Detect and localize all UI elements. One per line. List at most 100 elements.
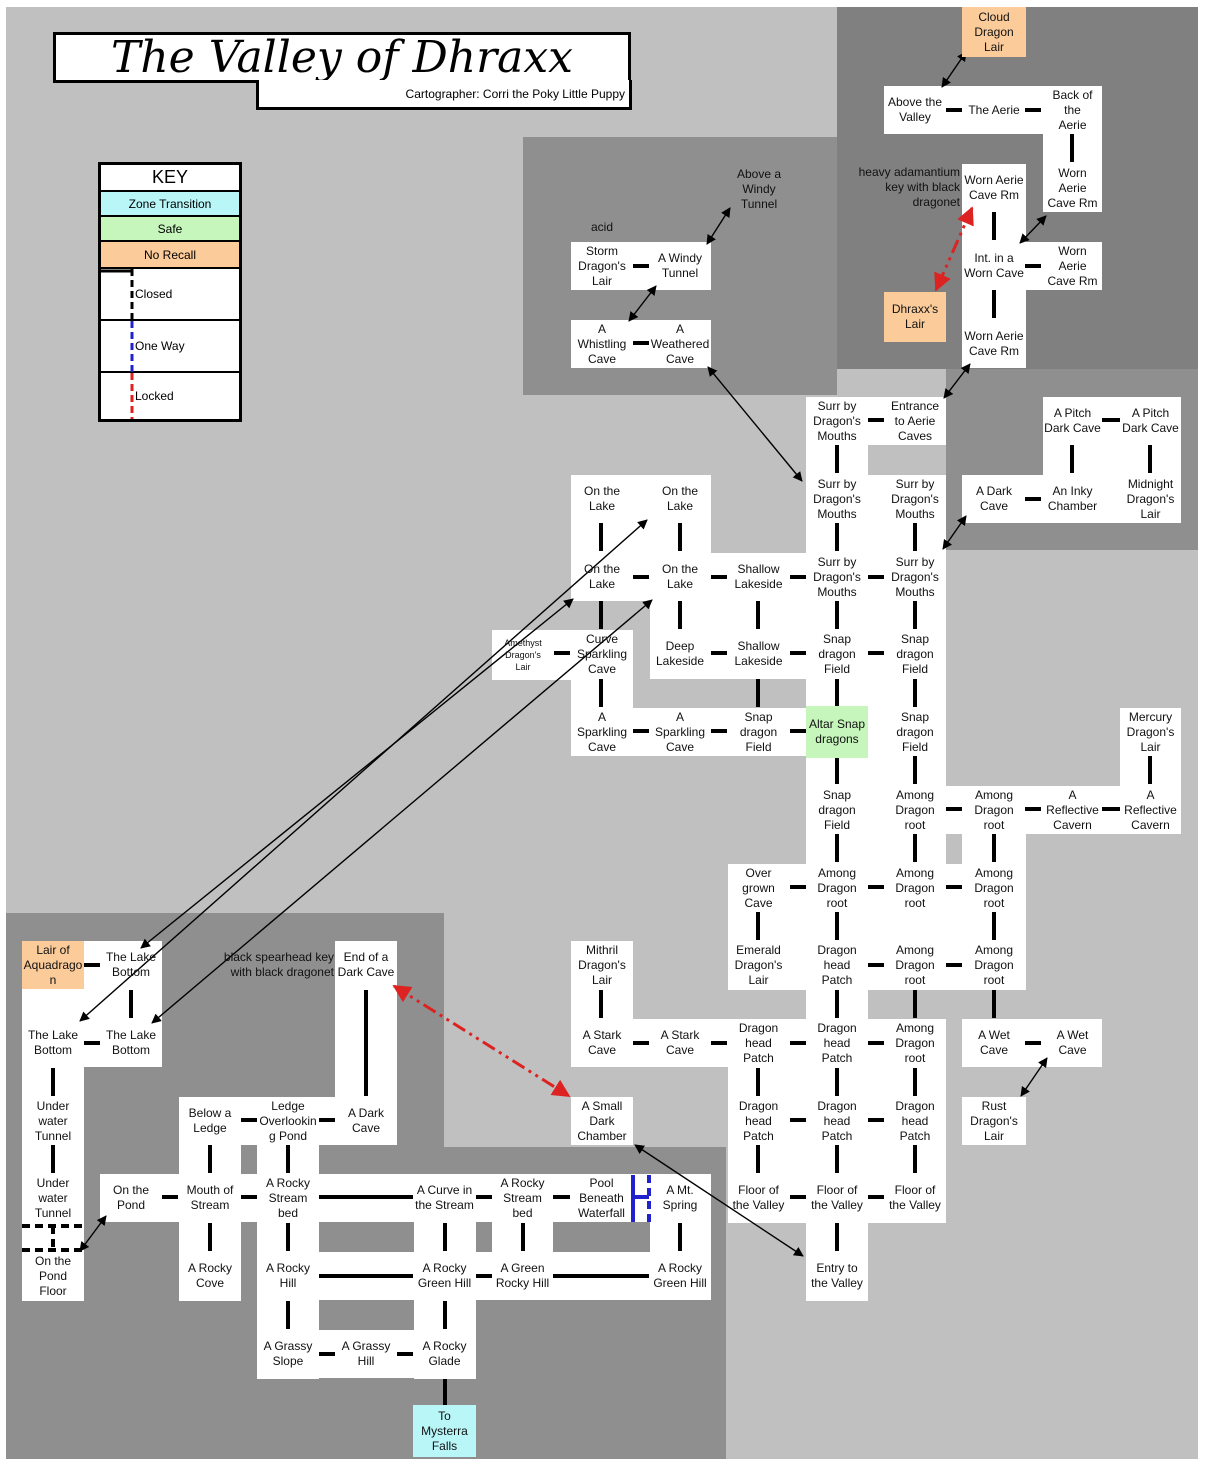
room[interactable]: Snap dragon Field — [818, 787, 856, 832]
room[interactable]: Mouth of Stream — [186, 1183, 234, 1212]
room[interactable]: A Weathered Cave — [650, 321, 710, 366]
room[interactable]: Int. in a Worn Cave — [964, 251, 1024, 280]
room[interactable]: A Dark Cave — [347, 1106, 384, 1135]
room[interactable]: A Dark Cave — [975, 484, 1012, 513]
room[interactable]: End of a Dark Cave — [337, 950, 395, 979]
room[interactable]: A Rocky Green Hill — [653, 1261, 707, 1290]
room[interactable]: Ledge Overlookin g Pond — [259, 1098, 317, 1143]
room[interactable]: A Reflective Cavern — [1124, 787, 1177, 832]
room[interactable]: Under water Tunnel — [34, 1175, 72, 1220]
room[interactable]: Under water Tunnel — [34, 1098, 72, 1143]
room[interactable]: Below a Ledge — [188, 1106, 232, 1135]
room[interactable]: On the Lake — [661, 484, 699, 513]
room[interactable]: Worn Aerie Cave Rm — [964, 329, 1024, 358]
room[interactable]: Among Dragon root — [895, 787, 935, 832]
room[interactable]: A Whistling Cave — [577, 321, 627, 366]
room[interactable]: A Rocky Green Hill — [417, 1261, 472, 1290]
room[interactable]: A Rocky Glade — [422, 1339, 467, 1368]
room[interactable]: Surr by Dragon's Mouths — [891, 554, 939, 599]
room[interactable]: Among Dragon root — [895, 1020, 935, 1065]
room[interactable]: Dragon head Patch — [817, 942, 857, 987]
room[interactable]: A Curve in the Stream — [415, 1183, 474, 1212]
room[interactable]: Emerald Dragon's Lair — [734, 942, 783, 987]
room[interactable]: Among Dragon root — [974, 865, 1014, 910]
room[interactable]: Amethyst Dragon's Lair — [504, 638, 542, 672]
room[interactable]: Above the Valley — [887, 95, 943, 124]
room[interactable]: The Aerie — [968, 102, 1020, 117]
room[interactable]: Snap dragon Field — [818, 631, 856, 676]
room[interactable]: On the Pond Floor — [34, 1253, 72, 1298]
room[interactable]: Dragon head Patch — [895, 1098, 935, 1143]
room[interactable]: The Lake Bottom — [27, 1028, 79, 1057]
room[interactable]: A Rocky Hill — [265, 1261, 310, 1290]
room[interactable]: Mercury Dragon's Lair — [1126, 709, 1175, 754]
room[interactable]: Mithril Dragon's Lair — [578, 942, 626, 987]
room[interactable]: Worn Aerie Cave Rm — [964, 173, 1024, 202]
room[interactable]: Floor of the Valley — [732, 1183, 785, 1212]
room[interactable]: Curve Sparkling Cave — [576, 631, 628, 676]
room[interactable]: Altar Snap dragons — [806, 706, 868, 758]
room[interactable]: Lair of Aquadrago n — [22, 941, 84, 989]
room[interactable]: Surr by Dragon's Mouths — [813, 554, 861, 599]
room[interactable]: Dragon head Patch — [817, 1020, 857, 1065]
room[interactable]: Cloud Dragon Lair — [962, 7, 1026, 57]
room[interactable]: Rust Dragon's Lair — [970, 1098, 1018, 1143]
room[interactable]: Among Dragon root — [895, 865, 935, 910]
room[interactable]: Worn Aerie Cave Rm — [1047, 165, 1098, 210]
room[interactable]: A Pitch Dark Cave — [1044, 406, 1101, 435]
room[interactable]: Floor of the Valley — [889, 1183, 941, 1212]
room[interactable]: Shallow Lakeside — [734, 562, 783, 591]
room[interactable]: A Rocky Stream bed — [500, 1175, 545, 1220]
room[interactable]: A Rocky Stream bed — [265, 1175, 310, 1220]
room[interactable]: A Stark Cave — [582, 1028, 622, 1057]
room[interactable]: Among Dragon root — [895, 942, 935, 987]
room[interactable]: A Grassy Hill — [341, 1339, 391, 1368]
room[interactable]: A Pitch Dark Cave — [1122, 406, 1179, 435]
room[interactable]: A Sparkling Cave — [576, 709, 628, 754]
room[interactable]: Deep Lakeside — [655, 639, 705, 668]
room[interactable]: Snap dragon Field — [896, 709, 934, 754]
room[interactable]: A Wet Cave — [978, 1028, 1010, 1057]
room[interactable]: Dhraxx's Lair — [884, 292, 946, 342]
room[interactable]: Above a Windy Tunnel — [736, 166, 782, 211]
room[interactable]: Among Dragon root — [974, 787, 1014, 832]
room[interactable]: A Small Dark Chamber — [577, 1098, 627, 1143]
room[interactable]: Storm Dragon's Lair — [578, 243, 626, 288]
room[interactable]: An Inky Chamber — [1047, 484, 1098, 513]
room[interactable]: On the Lake — [583, 562, 621, 591]
room[interactable]: Pool Beneath Waterfall — [578, 1175, 625, 1220]
room[interactable]: Floor of the Valley — [811, 1183, 863, 1212]
room[interactable]: A Mt. Spring — [662, 1183, 698, 1212]
room[interactable]: A Sparkling Cave — [654, 709, 706, 754]
room[interactable]: Over grown Cave — [742, 865, 775, 910]
room[interactable]: Dragon head Patch — [738, 1098, 779, 1143]
room[interactable]: Entrance to Aerie Caves — [890, 398, 940, 443]
room[interactable]: A Grassy Slope — [263, 1339, 313, 1368]
room[interactable]: Back of the Aerie — [1052, 87, 1093, 132]
room[interactable]: Surr by Dragon's Mouths — [891, 476, 939, 521]
room[interactable]: The Lake Bottom — [105, 1028, 157, 1057]
room[interactable]: A Reflective Cavern — [1046, 787, 1099, 832]
room[interactable]: To Mysterra Falls — [413, 1405, 476, 1457]
room[interactable]: A Windy Tunnel — [657, 251, 702, 280]
room[interactable]: A Green Rocky Hill — [495, 1261, 550, 1290]
room[interactable]: On the Lake — [661, 562, 699, 591]
room[interactable]: Worn Aerie Cave Rm — [1047, 243, 1098, 288]
room[interactable]: Midnight Dragon's Lair — [1126, 476, 1175, 521]
room[interactable]: Snap dragon Field — [896, 631, 934, 676]
room[interactable]: On the Lake — [583, 484, 621, 513]
room[interactable]: A Wet Cave — [1056, 1028, 1089, 1057]
room[interactable]: Dragon head Patch — [817, 1098, 857, 1143]
room[interactable]: A Rocky Cove — [187, 1261, 232, 1290]
room[interactable]: Among Dragon root — [817, 865, 857, 910]
room[interactable]: The Lake Bottom — [105, 950, 157, 979]
room[interactable]: On the Pond — [112, 1183, 150, 1212]
room[interactable]: Surr by Dragon's Mouths — [813, 476, 861, 521]
room[interactable]: Surr by Dragon's Mouths — [813, 398, 861, 443]
room[interactable]: Dragon head Patch — [738, 1020, 779, 1065]
room[interactable]: Among Dragon root — [974, 942, 1014, 987]
room[interactable]: A Stark Cave — [660, 1028, 700, 1057]
room[interactable]: Snap dragon Field — [739, 709, 778, 754]
room[interactable]: Shallow Lakeside — [734, 639, 783, 668]
room[interactable]: Entry to the Valley — [811, 1261, 863, 1290]
